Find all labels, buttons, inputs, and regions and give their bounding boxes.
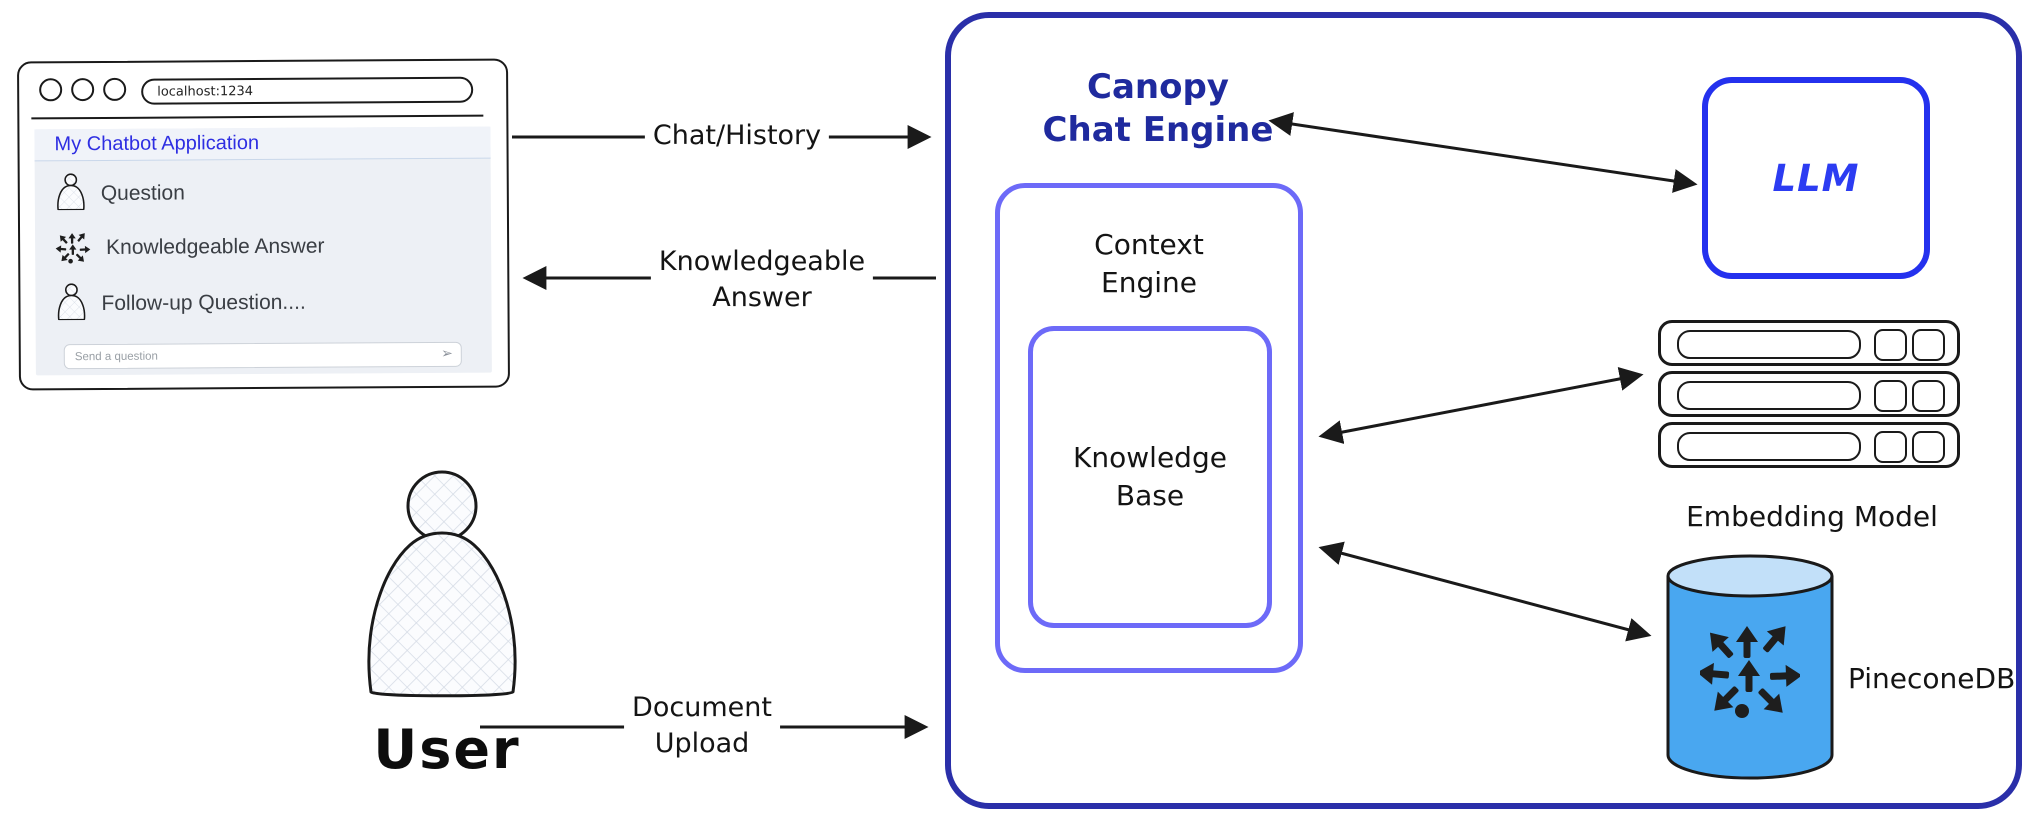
window-control-dot <box>39 78 63 102</box>
app-header: My Chatbot Application <box>34 126 491 162</box>
window-control-dot <box>103 77 127 101</box>
knowledge-base-box: Knowledge Base <box>1028 326 1272 628</box>
server-button <box>1874 329 1907 361</box>
browser-window: localhost:1234 My Chatbot Application Qu… <box>16 58 511 391</box>
embedding-model-rack <box>1658 320 1960 470</box>
toolbar-divider <box>31 114 484 120</box>
server-button <box>1874 380 1907 412</box>
chat-row-question: Question <box>55 174 185 213</box>
server-slot <box>1677 432 1861 461</box>
llm-label: LLM <box>1772 156 1860 200</box>
chat-row-answer: Knowledgeable Answer <box>55 228 325 268</box>
window-controls <box>39 77 127 102</box>
pineconedb-label: PineconeDB <box>1848 662 2016 695</box>
title-line2: Chat Engine <box>1042 110 1274 150</box>
pinecone-icon <box>55 227 91 269</box>
pineconedb-cylinder <box>1666 554 1834 780</box>
server-slot <box>1677 381 1861 410</box>
chat-row-label: Knowledgeable Answer <box>106 234 325 259</box>
chat-row-label: Question <box>100 181 185 205</box>
knowledgeable-answer-label: Knowledgeable Answer <box>650 244 874 316</box>
server-button <box>1874 431 1907 463</box>
server-row <box>1658 320 1960 366</box>
llm-box: LLM <box>1702 77 1930 279</box>
user-figure <box>367 470 517 698</box>
send-icon[interactable]: ➢ <box>441 344 453 361</box>
question-input[interactable] <box>63 341 462 370</box>
address-bar[interactable]: localhost:1234 <box>141 76 474 105</box>
context-engine-box: Context Engine Knowledge Base <box>995 183 1303 673</box>
document-upload-label: Document Upload <box>624 690 780 762</box>
question-input-wrap: ➢ <box>63 341 462 370</box>
chat-history-label: Chat/History <box>644 118 830 154</box>
chat-panel: My Chatbot Application Question Knowledg… <box>34 126 492 376</box>
app-title: My Chatbot Application <box>54 132 260 156</box>
server-button <box>1912 380 1945 412</box>
chat-row-followup: Follow-up Question.... <box>55 283 306 325</box>
canopy-chat-engine-box <box>945 12 2022 809</box>
url-text: localhost:1234 <box>157 83 254 100</box>
server-row <box>1658 422 1960 468</box>
canopy-chat-engine-title: Canopy Chat Engine <box>1043 66 1274 152</box>
server-button <box>1912 431 1945 463</box>
chat-row-label: Follow-up Question.... <box>101 290 306 315</box>
knowledge-base-label: Knowledge Base <box>1073 441 1227 512</box>
user-label: User <box>373 718 521 781</box>
user-icon <box>55 283 86 325</box>
window-control-dot <box>71 78 95 102</box>
server-row <box>1658 371 1960 417</box>
user-icon <box>55 173 86 215</box>
server-button <box>1912 329 1945 361</box>
title-line1: Canopy <box>1087 67 1229 107</box>
embedding-model-label: Embedding Model <box>1686 500 1938 533</box>
context-engine-label: Context Engine <box>1094 228 1204 299</box>
server-slot <box>1677 330 1861 359</box>
